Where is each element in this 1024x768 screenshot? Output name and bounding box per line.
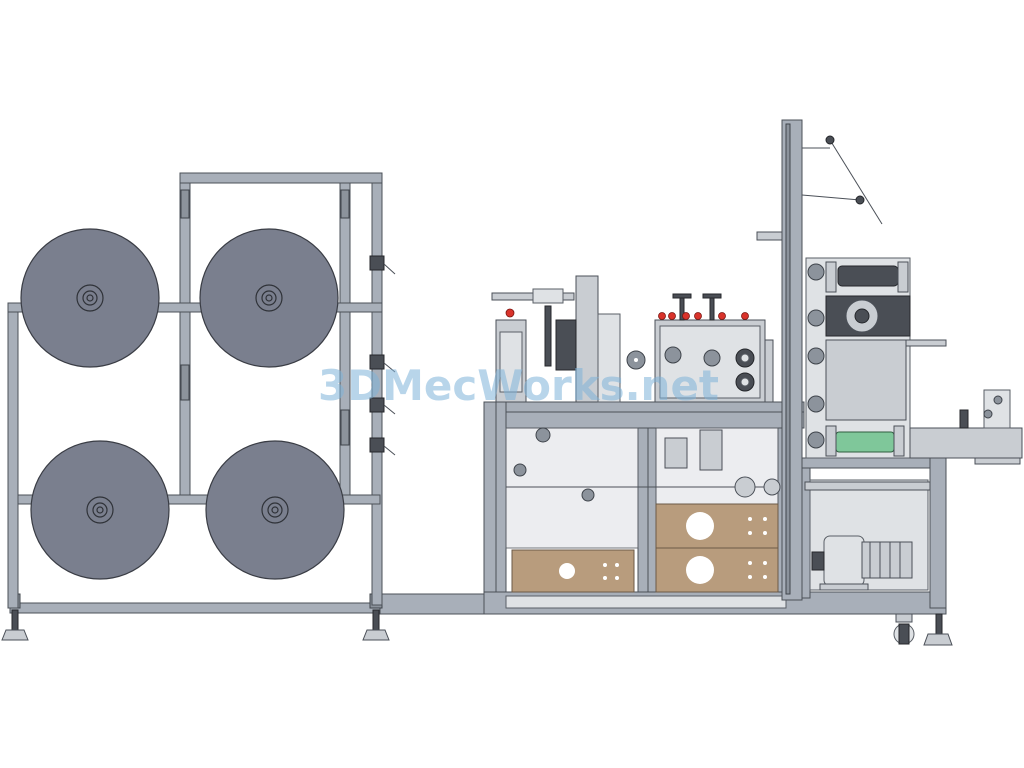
sealing-station-left	[495, 308, 527, 403]
rack-upper-crossbeam	[7, 302, 383, 313]
gear	[807, 347, 825, 365]
roller	[664, 346, 682, 364]
internal-drive	[506, 427, 781, 502]
control-button[interactable]	[694, 312, 702, 320]
bottom-panel	[505, 595, 787, 609]
material-roll-bottom-left	[30, 440, 170, 580]
tension-clamp	[369, 397, 396, 415]
top-roller	[825, 261, 909, 293]
adjust-handle[interactable]	[905, 339, 947, 347]
control-button[interactable]	[658, 312, 666, 320]
gearbox-block	[699, 429, 723, 471]
pulley	[734, 476, 756, 498]
window-panel-left	[505, 427, 639, 549]
tension-clamp	[369, 354, 396, 373]
control-button[interactable]	[741, 312, 749, 320]
cylinder-arm	[491, 288, 575, 367]
gear	[807, 395, 825, 413]
roller-station	[654, 293, 774, 403]
tension-clamp	[369, 437, 396, 456]
die-plate	[825, 339, 907, 421]
base-link-beam	[379, 593, 486, 615]
pressure-roller	[825, 425, 905, 457]
rack-top-beam	[179, 172, 383, 184]
output-conveyor	[909, 389, 1023, 465]
gear	[807, 309, 825, 327]
wood-panel-left	[511, 549, 635, 593]
gear	[807, 263, 825, 281]
tower-post	[781, 119, 803, 601]
right-unit	[801, 257, 1023, 646]
tension-clamp	[369, 255, 396, 275]
frame-leg	[637, 427, 649, 599]
roller	[703, 349, 721, 367]
press-unit	[555, 275, 621, 403]
rack-post-outer	[7, 302, 19, 609]
control-button[interactable]	[682, 312, 690, 320]
wood-panel-right-bottom	[655, 547, 779, 593]
post-bracket	[340, 189, 350, 219]
adjust-screw[interactable]	[709, 295, 715, 321]
unwind-rack	[1, 172, 486, 641]
control-button[interactable]	[668, 312, 676, 320]
sprocket	[513, 463, 527, 477]
pulley	[763, 478, 781, 496]
material-roll-top-right	[199, 228, 339, 368]
drive-motor	[811, 535, 913, 591]
rack-lower-crossbeam	[17, 494, 381, 505]
caster-wheel	[893, 613, 915, 645]
post-bracket	[340, 409, 350, 446]
right-leg	[929, 457, 947, 609]
watermark-text: 3DMecWorks.net	[318, 361, 719, 410]
sprocket	[581, 488, 595, 502]
leveling-foot-right-unit	[923, 613, 953, 646]
frame-leg	[495, 401, 507, 615]
right-table-top	[801, 457, 947, 469]
post-bracket	[180, 189, 190, 219]
main-rotary-die	[825, 295, 911, 337]
frame-leg	[647, 427, 657, 599]
guide-tower	[756, 119, 883, 601]
gearbox-block	[664, 437, 688, 469]
material-roll-bottom-right	[205, 440, 345, 580]
control-knob	[505, 308, 515, 318]
rack-post-inner	[339, 181, 351, 503]
drive-gear	[626, 350, 646, 370]
guide-pulley	[825, 135, 835, 145]
tower-bracket	[756, 231, 783, 241]
sprocket	[535, 427, 551, 443]
rack-post-middle	[179, 174, 191, 496]
guide-pulley	[855, 195, 865, 205]
table-apron	[483, 411, 805, 429]
control-button[interactable]	[718, 312, 726, 320]
material-roll-top-left	[20, 228, 160, 368]
gear	[807, 431, 825, 449]
frame-leg	[483, 401, 497, 615]
wood-panel-right-top	[655, 503, 779, 549]
post-bracket	[180, 364, 190, 401]
